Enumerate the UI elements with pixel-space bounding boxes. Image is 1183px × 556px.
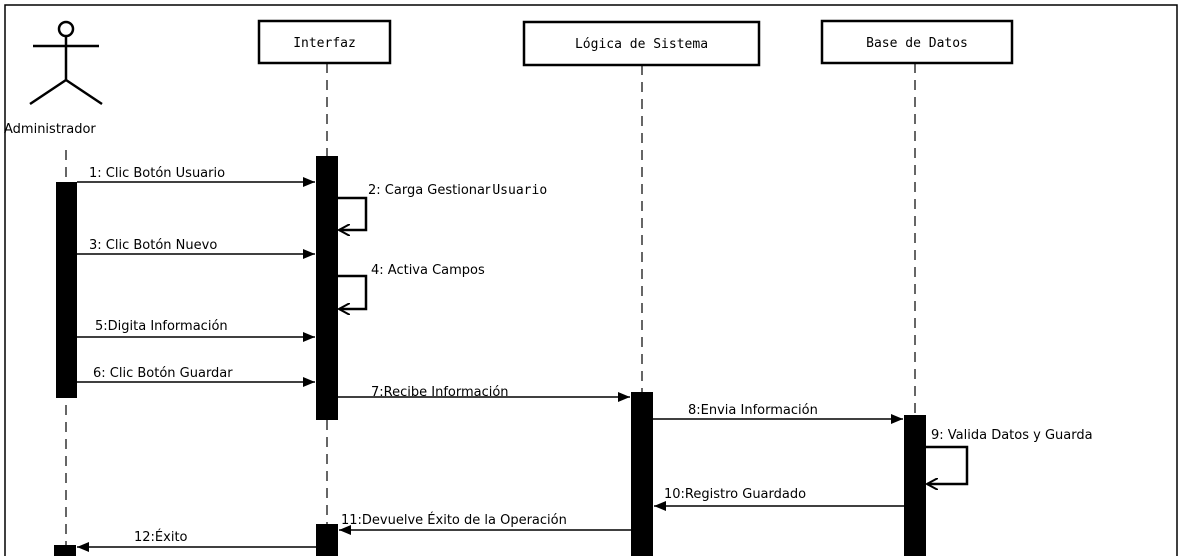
message-1-label: 1: Clic Botón Usuario xyxy=(89,166,225,181)
message-9-label: 9: Valida Datos y Guarda xyxy=(931,428,1093,443)
message-6-label: 6: Clic Botón Guardar xyxy=(93,366,233,381)
actor-label: Administrador xyxy=(4,122,96,137)
activation-interfaz-2 xyxy=(316,524,338,556)
message-5-label: 5:Digita Información xyxy=(95,319,228,334)
svg-text:Base de Datos: Base de Datos xyxy=(866,36,968,51)
svg-text:Interfaz: Interfaz xyxy=(293,36,356,51)
message-11-label: 11:Devuelve Éxito de la Operación xyxy=(341,512,567,528)
message-4-label: 4: Activa Campos xyxy=(371,263,485,278)
lifeline-header-interfaz: Interfaz xyxy=(257,19,392,65)
actor-stick-figure-icon xyxy=(29,20,103,106)
message-3-label: 3: Clic Botón Nuevo xyxy=(89,238,217,253)
activation-logica xyxy=(631,392,653,556)
svg-text:Lógica de Sistema: Lógica de Sistema xyxy=(575,37,708,52)
message-9-self-arrow xyxy=(926,445,969,484)
lifeline-header-logica: Lógica de Sistema xyxy=(522,20,761,67)
activation-base xyxy=(904,415,926,556)
actor-administrador: Administrador xyxy=(4,20,103,137)
message-10-label: 10:Registro Guardado xyxy=(664,487,806,502)
message-7-label: 7:Recibe Información xyxy=(371,385,509,400)
activation-interfaz xyxy=(316,156,338,420)
message-12-label: 12:Éxito xyxy=(134,529,188,545)
message-2-self-arrow xyxy=(338,196,368,230)
message-4-self-arrow xyxy=(338,274,368,309)
activation-administrador-2 xyxy=(54,545,76,556)
diagram-frame xyxy=(4,4,1178,556)
activation-administrador xyxy=(56,182,77,398)
message-8-label: 8:Envia Información xyxy=(688,403,818,418)
lifeline-header-base: Base de Datos xyxy=(820,19,1014,65)
